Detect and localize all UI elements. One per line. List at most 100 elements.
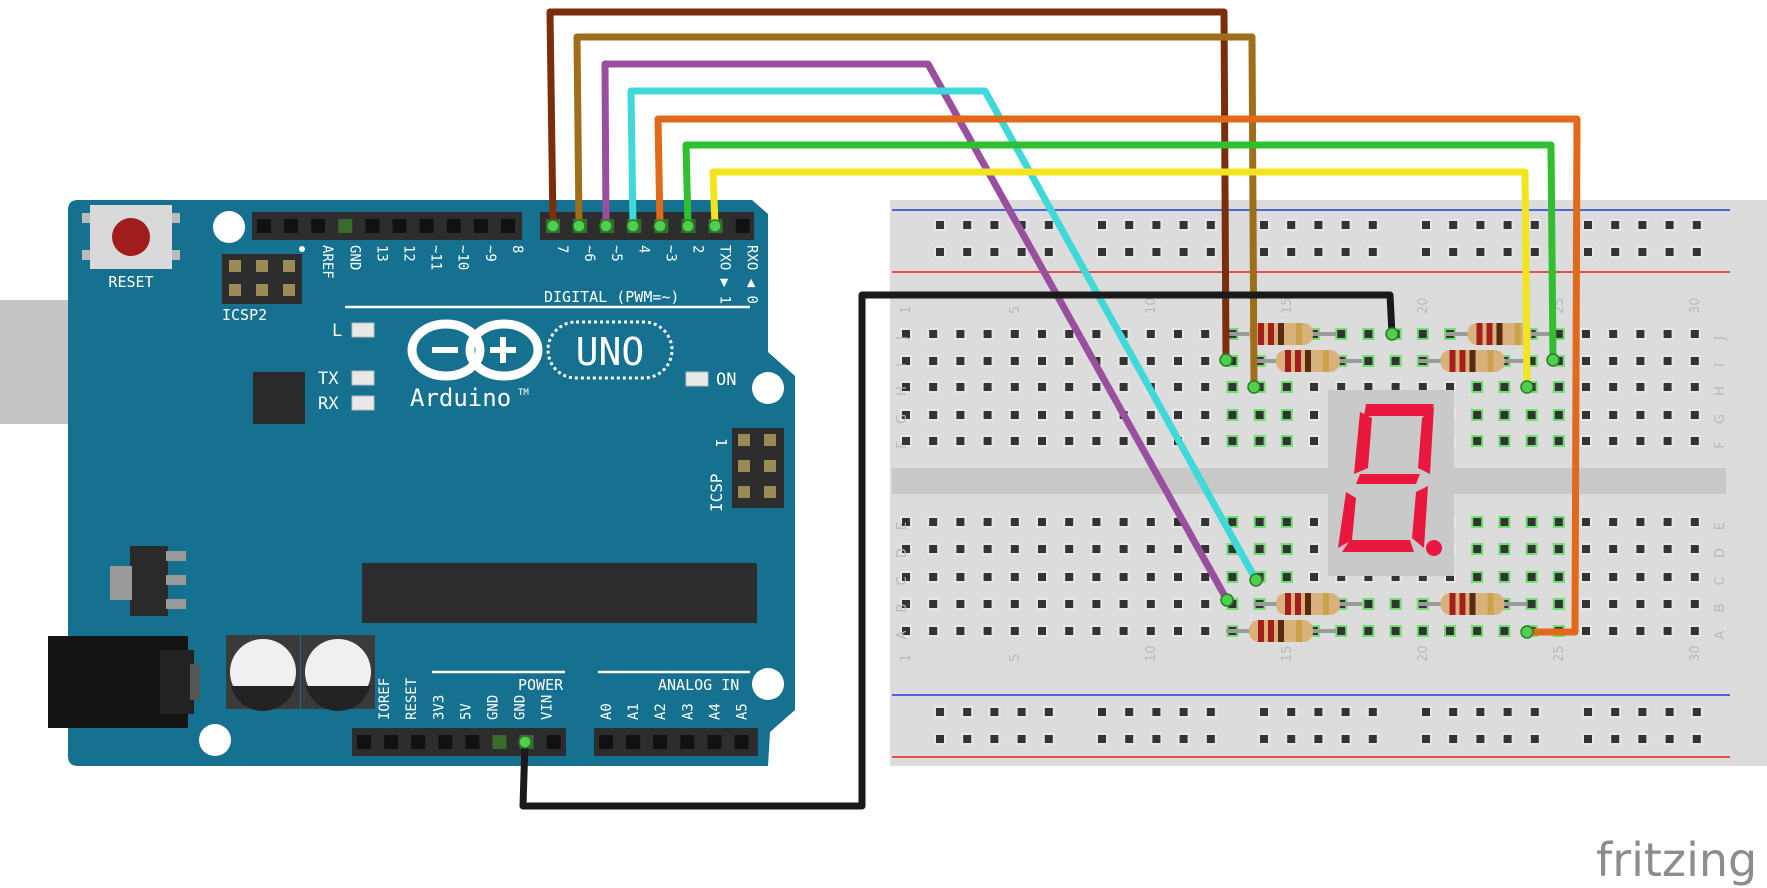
wire-pin7[interactable] [546, 8, 1230, 364]
center-channel [892, 468, 1726, 494]
power-pin-label: IOREF [377, 678, 393, 720]
atmega-chip [362, 563, 757, 623]
wire-pin6[interactable] [573, 33, 1258, 391]
seven-segment-display [1328, 390, 1454, 576]
header-pin [284, 219, 299, 233]
bb-row-letter: A [895, 630, 910, 639]
bb-col-number: 30 [1688, 645, 1703, 662]
icsp2-label: ICSP2 [222, 306, 267, 324]
power-pin-label: GND [513, 695, 529, 720]
analog-pin-label: A5 [735, 703, 751, 720]
arduino-logo [407, 319, 543, 381]
header-pin [734, 735, 749, 749]
bb-row-letter: G [895, 414, 910, 424]
mount-hole [752, 372, 784, 404]
segment-c [1412, 486, 1428, 548]
top-pin-label: 8 [509, 245, 525, 253]
header-pin [653, 735, 668, 749]
bb-row-letter: F [1713, 441, 1728, 448]
bb-col-number: 10 [1144, 645, 1159, 662]
header-pin [384, 735, 399, 749]
segment-a [1364, 404, 1434, 416]
header-pin [257, 219, 271, 233]
bb-row-letter: H [1713, 386, 1728, 396]
bb-col-number: 5 [1008, 306, 1023, 314]
header-pin [357, 735, 371, 749]
icsp-pin1-label: 1 [712, 438, 730, 447]
digital-label: DIGITAL (PWM=~) [544, 288, 679, 306]
led-rx-label: RX [318, 394, 339, 414]
power-label: POWER [518, 676, 564, 694]
icsp-label: ICSP [707, 473, 726, 512]
wires [519, 8, 1581, 810]
wire-gnd[interactable] [519, 291, 1396, 810]
bb-row-letter: I [895, 363, 910, 367]
top-pin-label: GND [346, 245, 362, 270]
power-pin-label: 5V [458, 703, 474, 720]
analog-pin-label: A4 [707, 703, 723, 720]
led-tx [351, 370, 375, 386]
capacitor [226, 635, 300, 711]
bb-row-letter: E [895, 522, 910, 530]
segment-e [1338, 492, 1356, 548]
wire-pin4[interactable] [627, 87, 1260, 584]
led-tx-label: TX [318, 369, 339, 389]
segment-dp [1426, 540, 1442, 556]
bb-col-number: 1 [899, 306, 914, 314]
top-pin-label: AREF [319, 245, 335, 279]
wire-pin2[interactable] [682, 141, 1557, 364]
top-pin-label: 7 [554, 245, 570, 253]
bb-row-letter: C [895, 576, 910, 585]
segment-f [1354, 412, 1372, 474]
bb-row-letter: D [895, 548, 910, 558]
resistors [1226, 323, 1553, 642]
capacitor [301, 635, 375, 711]
analog-pin-label: A1 [626, 703, 642, 720]
wire-pin3[interactable] [654, 115, 1581, 636]
header-pin [626, 735, 641, 749]
bb-row-letter: C [1713, 576, 1728, 585]
header-pin [735, 219, 750, 233]
segment-d [1342, 540, 1414, 552]
bb-col-number: 15 [1280, 645, 1295, 662]
top-pin-label: ~5 [608, 245, 624, 262]
bb-row-letter: D [1713, 548, 1728, 558]
top-pin-label: ~11 [428, 245, 444, 270]
usb-chip [253, 372, 305, 424]
bottom-header-pins [357, 735, 749, 749]
bb-col-number: 20 [1416, 297, 1431, 314]
wire-pin5[interactable] [601, 60, 1231, 604]
bb-col-number: 20 [1416, 645, 1431, 662]
segment-g [1356, 474, 1420, 484]
led-on [685, 371, 709, 387]
bb-col-number: 1 [899, 654, 914, 662]
bb-col-number: 30 [1688, 297, 1703, 314]
bb-col-number: 15 [1280, 297, 1295, 314]
icsp2-header [222, 246, 305, 304]
wire-pin1[interactable] [709, 168, 1531, 391]
power-pin-label: GND [486, 695, 502, 720]
header-pin [707, 735, 722, 749]
icsp-header [732, 428, 784, 508]
analog-pin-label: A0 [599, 703, 615, 720]
top-pin-label: TXO ▶ 1 [717, 245, 733, 304]
mount-hole [752, 668, 784, 700]
header-pin [500, 219, 515, 233]
header-pin [599, 735, 613, 749]
board-body [68, 200, 795, 766]
header-pin [492, 735, 507, 749]
segment-b [1418, 406, 1434, 474]
bb-row-letter: E [1713, 522, 1728, 530]
header-pin [546, 735, 561, 749]
led-rx [351, 395, 375, 411]
top-pin-label: 13 [373, 245, 389, 262]
reset-button[interactable] [112, 218, 150, 256]
analog-label: ANALOG IN [658, 676, 739, 694]
led-l [351, 322, 375, 338]
bb-row-letter: F [895, 441, 910, 448]
header-pin [438, 735, 453, 749]
